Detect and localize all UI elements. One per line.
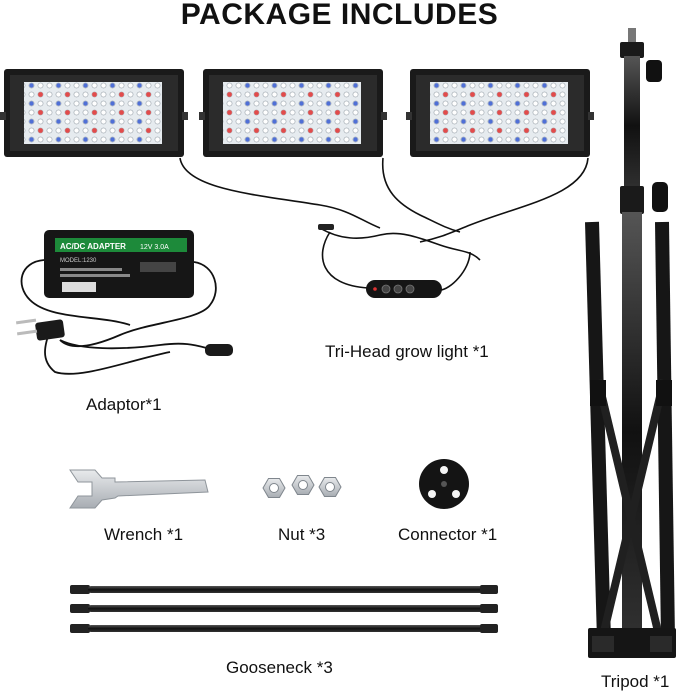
label-nut: Nut *3 xyxy=(278,525,326,544)
gooseneck-3 xyxy=(70,624,498,633)
dc-plug xyxy=(205,344,233,356)
gooseneck-1 xyxy=(70,585,498,594)
nuts xyxy=(262,475,342,498)
label-gooseneck: Gooseneck *3 xyxy=(226,658,333,677)
label-adaptor: Adaptor*1 xyxy=(86,395,162,414)
adapter-model: MODEL:1230 xyxy=(60,258,97,264)
connector-disc xyxy=(419,459,469,509)
cable-plug xyxy=(318,224,334,230)
grow-light-panel-middle xyxy=(199,69,387,157)
power-adapter: AC/DC ADAPTER 12V 3.0A MODEL:1230 xyxy=(44,230,194,298)
grow-light-cables xyxy=(179,157,589,291)
label-connector: Connector *1 xyxy=(398,525,498,544)
page-title: PACKAGE INCLUDES xyxy=(180,0,499,31)
tripod xyxy=(585,28,676,658)
adapter-rating: 12V 3.0A xyxy=(140,244,169,251)
controller-switch xyxy=(366,280,442,298)
wrench xyxy=(69,469,209,509)
adapter-cables xyxy=(20,259,217,375)
label-grow-light: Tri-Head grow light *1 xyxy=(325,342,489,361)
grow-light-panel-left xyxy=(0,69,188,157)
label-tripod: Tripod *1 xyxy=(601,672,670,691)
label-wrench: Wrench *1 xyxy=(104,525,184,544)
gooseneck-2 xyxy=(70,604,498,613)
adapter-header: AC/DC ADAPTER xyxy=(60,242,126,251)
grow-light-panel-right xyxy=(406,69,594,157)
power-plug xyxy=(15,318,65,341)
